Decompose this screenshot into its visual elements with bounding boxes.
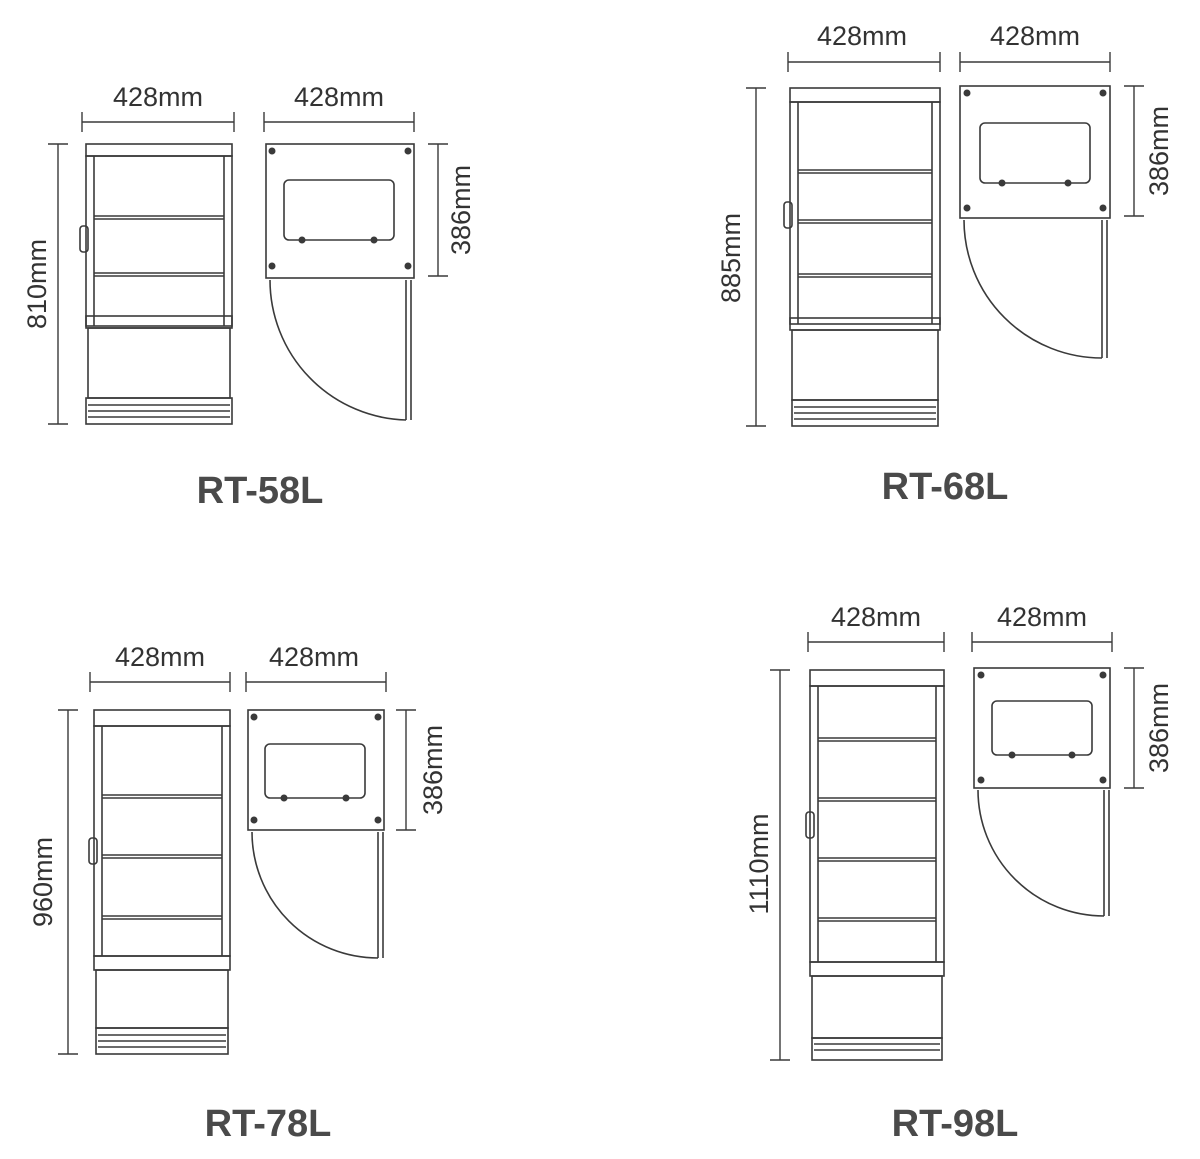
height-dimension (746, 87, 766, 427)
top-view (959, 85, 1111, 359)
top-width-label: 428mm (269, 642, 359, 672)
front-width-label: 428mm (817, 21, 907, 51)
model-name: RT-98L (892, 1103, 1019, 1145)
top-width-dimension (959, 52, 1111, 72)
top-view (973, 667, 1111, 917)
model-name: RT-58L (197, 470, 324, 512)
top-view (265, 143, 415, 421)
unit-rt-58l: 428mm 810mm 428mm 386mm RT-58L (22, 82, 476, 512)
unit-rt-68l: 428mm 885mm 428mm 386mm RT-68L (716, 21, 1174, 508)
top-width-label: 428mm (294, 82, 384, 112)
front-view (783, 87, 941, 427)
mount-holes (250, 713, 382, 824)
top-width-label: 428mm (990, 21, 1080, 51)
model-name: RT-78L (205, 1103, 332, 1145)
height-dimension (770, 669, 790, 1061)
front-width-dimension (89, 672, 231, 692)
mount-holes (268, 147, 412, 270)
height-label: 810mm (22, 239, 52, 329)
front-width-dimension (787, 52, 941, 72)
top-width-dimension (263, 112, 415, 132)
depth-dimension (428, 143, 448, 277)
top-width-dimension (971, 632, 1113, 652)
depth-label: 386mm (1144, 106, 1174, 196)
front-width-dimension (81, 112, 235, 132)
top-width-dimension (245, 672, 387, 692)
front-view (805, 669, 945, 1061)
height-dimension (58, 709, 78, 1055)
depth-label: 386mm (1144, 683, 1174, 773)
front-view (88, 709, 231, 1055)
model-name: RT-68L (882, 466, 1009, 508)
front-width-label: 428mm (113, 82, 203, 112)
depth-dimension (1124, 85, 1144, 217)
height-label: 885mm (716, 213, 746, 303)
depth-dimension (1124, 667, 1144, 789)
unit-rt-78l: 428mm 960mm 428mm 386mm RT-78L (28, 642, 448, 1145)
depth-label: 386mm (446, 165, 476, 255)
unit-rt-98l: 428mm 1110mm 428mm 386mm RT-98L (744, 602, 1174, 1145)
mount-holes (977, 671, 1107, 784)
top-width-label: 428mm (997, 602, 1087, 632)
height-label: 960mm (28, 837, 58, 927)
front-width-dimension (807, 632, 945, 652)
height-dimension (48, 143, 68, 425)
mount-holes (963, 89, 1107, 212)
front-view (79, 143, 233, 425)
height-label: 1110mm (744, 813, 774, 914)
top-view (247, 709, 385, 959)
depth-dimension (396, 709, 416, 831)
front-width-label: 428mm (115, 642, 205, 672)
front-width-label: 428mm (831, 602, 921, 632)
depth-label: 386mm (418, 725, 448, 815)
